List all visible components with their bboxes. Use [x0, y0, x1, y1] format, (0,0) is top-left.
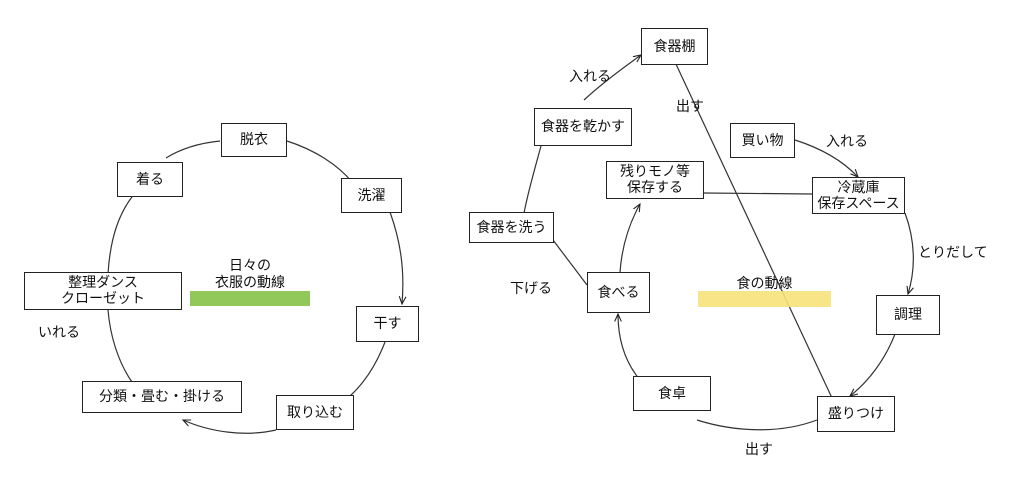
- node-eat: 食べる: [587, 272, 650, 313]
- node-closet-line-1: 整理ダンス: [68, 275, 138, 291]
- label-serve-out: 出す: [745, 442, 773, 458]
- node-closet: 整理ダンス クローゼット: [24, 272, 182, 310]
- node-wear: 着る: [117, 162, 183, 197]
- label-take-out: とりだして: [918, 245, 988, 261]
- clothes-title-highlight: [190, 291, 310, 306]
- food-cycle-arc: [794, 139, 858, 177]
- food-cycle-arc: [850, 333, 896, 396]
- node-dry: 干す: [356, 306, 419, 342]
- food-cycle-arc: [618, 314, 641, 381]
- clothes-cycle-arc: [349, 341, 386, 397]
- node-closet-line-2: クローゼット: [61, 291, 145, 307]
- node-wash-dishes: 食器を洗う: [469, 212, 554, 243]
- node-wash: 洗濯: [341, 178, 402, 213]
- node-leftovers-line-2: 保存する: [627, 180, 683, 196]
- food-connector: [674, 61, 833, 399]
- node-undress: 脱衣: [221, 123, 287, 157]
- clothes-cycle-arc: [107, 196, 133, 275]
- food-connector: [523, 145, 542, 214]
- node-take-in: 取り込む: [276, 395, 354, 430]
- food-connector: [552, 239, 588, 286]
- node-sort-fold-hang: 分類・畳む・掛ける: [82, 381, 242, 413]
- node-cupboard: 食器棚: [641, 28, 708, 65]
- node-serve: 盛りつけ: [817, 396, 895, 432]
- node-table: 食卓: [633, 376, 711, 411]
- node-dry-dishes: 食器を乾かす: [534, 108, 632, 146]
- label-put-in-fridge: 入れる: [826, 134, 868, 150]
- node-fridge: 冷蔵庫 保存スペース: [812, 177, 905, 214]
- clothes-title-line-2: 衣服の動線: [215, 275, 285, 291]
- node-leftovers-line-1: 残りモノ等: [620, 164, 690, 180]
- clothes-title-line-1: 日々の: [229, 258, 271, 274]
- food-title: 食の動線: [736, 276, 793, 292]
- node-shopping: 買い物: [730, 123, 795, 158]
- node-fridge-line-1: 冷蔵庫: [837, 179, 880, 196]
- node-fridge-line-2: 保存スペース: [817, 195, 900, 212]
- node-leftovers: 残りモノ等 保存する: [606, 161, 704, 199]
- clothes-cycle-arc: [183, 420, 277, 434]
- label-take-out-dishes: 出す: [676, 99, 704, 115]
- label-put-in-closet: いれる: [38, 325, 80, 341]
- clothes-cycle-arc: [107, 309, 133, 383]
- label-clear-table: 下げる: [510, 281, 552, 297]
- clothes-cycle-arc: [165, 140, 221, 159]
- food-title-highlight: [698, 291, 831, 307]
- node-cook: 調理: [876, 295, 940, 335]
- clothes-cycle-arc: [286, 140, 353, 183]
- food-cycle-arc: [904, 212, 914, 294]
- clothes-cycle-arc: [389, 211, 403, 304]
- food-connector: [703, 192, 813, 195]
- label-put-in-cupboard: 入れる: [569, 69, 611, 85]
- food-cycle-arc: [696, 419, 818, 431]
- food-connector: [583, 55, 641, 101]
- food-cycle-arc: [619, 204, 640, 273]
- clothes-title: 日々の 衣服の動線: [190, 258, 310, 292]
